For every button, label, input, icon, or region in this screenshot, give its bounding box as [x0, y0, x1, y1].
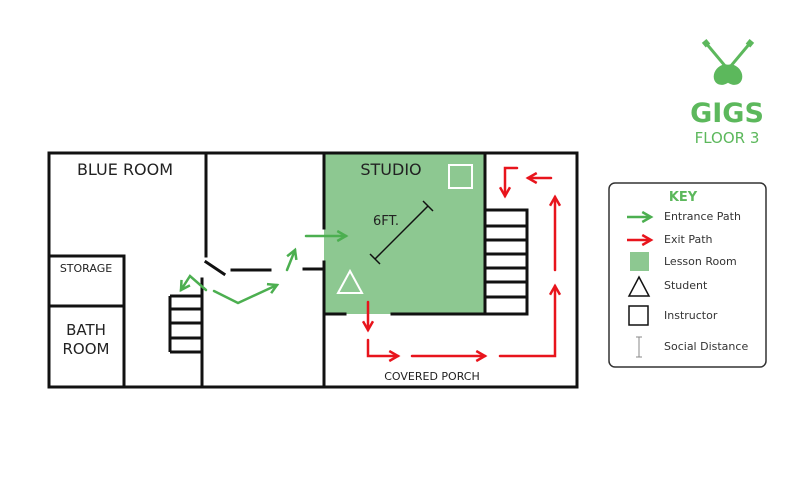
porch-stairs — [485, 224, 527, 299]
blue-room-label: BLUE ROOM — [77, 160, 173, 179]
studio-label: STUDIO — [360, 160, 421, 179]
bath-label-line1: BATH — [66, 321, 106, 339]
square-icon — [628, 305, 649, 326]
exit-path — [361, 166, 562, 363]
studio-room-fill — [324, 153, 485, 314]
distance-marker-icon — [636, 336, 642, 358]
triangle-icon — [627, 275, 651, 297]
legend-student-label: Student — [664, 279, 708, 292]
hallway-stairs — [168, 294, 202, 354]
legend-instructor-label: Instructor — [664, 309, 718, 322]
floor-label: FLOOR 3 — [695, 129, 760, 147]
distance-label: 6FT. — [373, 214, 399, 229]
legend-social-distance-label: Social Distance — [664, 340, 748, 353]
student-icon — [336, 268, 364, 294]
instructor-icon — [448, 164, 473, 189]
brand-name: GIGS — [690, 98, 764, 129]
green-square-icon — [630, 252, 649, 271]
legend-entrance-label: Entrance Path — [664, 210, 741, 223]
legend-title: KEY — [669, 190, 698, 205]
legend-lesson-room-label: Lesson Room — [664, 255, 737, 268]
social-distance-marker — [369, 200, 434, 265]
legend: KEY Entrance Path Exit Path Lesson Room … — [608, 182, 767, 368]
storage-label: STORAGE — [60, 262, 112, 275]
entrance-path — [179, 229, 349, 305]
legend-exit-label: Exit Path — [664, 233, 713, 246]
walls — [47, 151, 579, 389]
crossed-guitars-icon — [701, 39, 755, 85]
bath-label-line2: ROOM — [63, 340, 110, 358]
porch-label: COVERED PORCH — [384, 370, 480, 383]
